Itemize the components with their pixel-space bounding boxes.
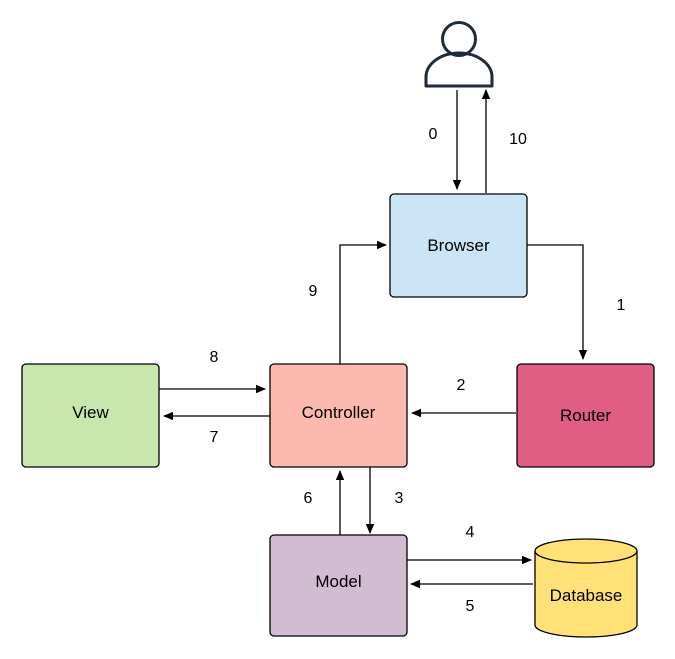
user-icon [424,21,494,88]
edge-label-0: 0 [429,126,438,143]
node-view-label: View [72,403,109,422]
node-model-label: Model [315,572,361,591]
edge-label-9: 9 [309,283,318,300]
edge-label-10: 10 [509,131,527,148]
node-model: Model [269,534,408,637]
edge-1 [527,244,588,360]
node-controller: Controller [269,363,408,468]
node-controller-label: Controller [302,403,376,422]
node-browser-label: Browser [427,236,490,255]
edge-label-8: 8 [210,349,219,366]
node-browser: Browser [389,193,528,298]
node-router: Router [516,363,655,468]
edge-label-4: 4 [466,524,475,541]
edge-label-5: 5 [466,598,475,615]
node-view: View [21,363,160,468]
node-router-label: Router [560,406,611,425]
edge-9 [339,240,387,364]
node-database: Database [534,538,638,638]
edges [159,89,588,589]
node-database-label: Database [550,586,623,605]
edge-label-1: 1 [617,297,626,314]
edge-label-7: 7 [210,429,219,446]
edge-label-3: 3 [395,490,404,507]
edge-label-2: 2 [457,377,466,394]
edge-label-6: 6 [304,490,313,507]
edge-labels: 0 10 1 2 3 6 4 5 8 7 9 [210,126,626,615]
